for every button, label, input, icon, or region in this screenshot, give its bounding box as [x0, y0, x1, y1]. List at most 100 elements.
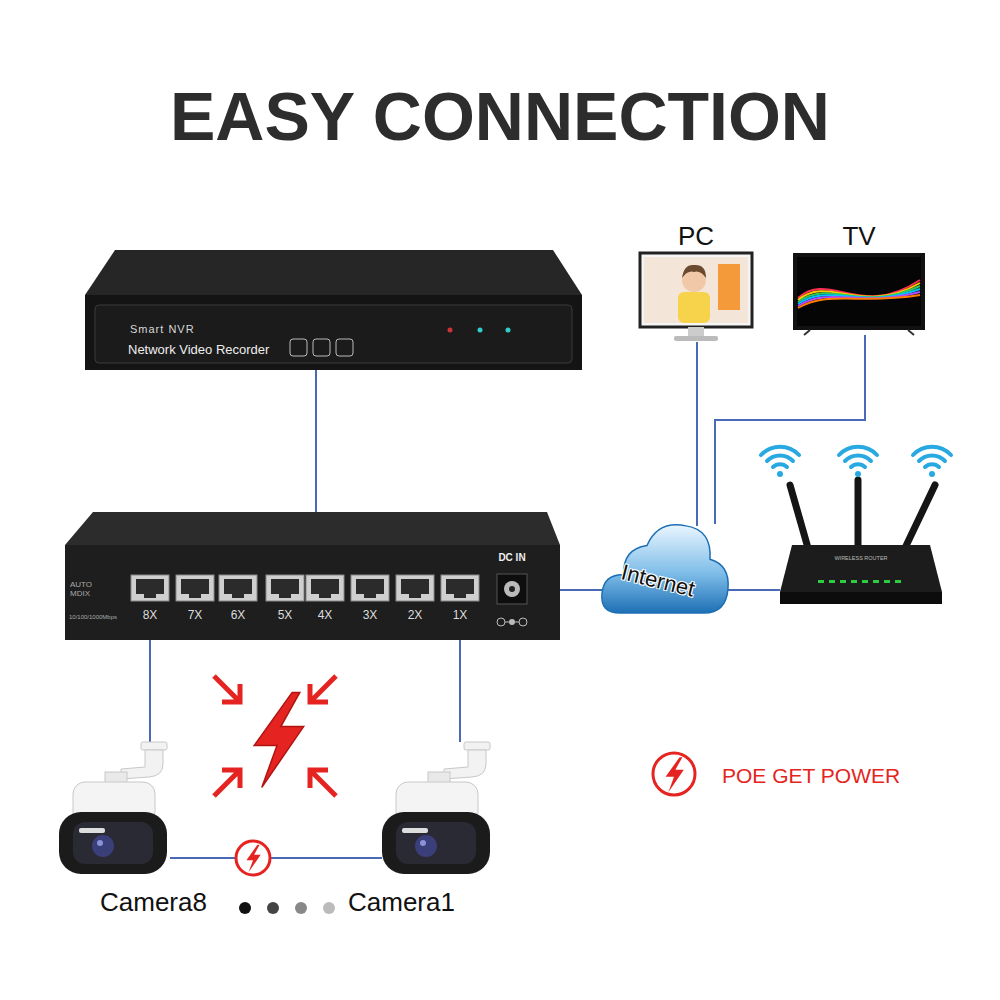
camera-dome — [59, 812, 167, 874]
ethernet-port — [131, 575, 169, 601]
screen-picture — [678, 292, 710, 323]
art-part — [777, 471, 783, 477]
ethernet-port — [441, 575, 479, 601]
tv-screen: TV — [790, 220, 928, 335]
art-part — [790, 485, 808, 548]
polarity-symbol — [505, 622, 509, 623]
router-antennas — [790, 480, 935, 548]
network-cable — [560, 589, 604, 591]
camera-name: Camera1 — [348, 888, 508, 918]
ethernet-port — [306, 575, 344, 601]
port-socket — [409, 594, 421, 598]
ptz-camera: Camera1 — [378, 742, 493, 875]
camera-ir — [402, 828, 428, 833]
status-led — [478, 328, 483, 333]
ptz-camera-art — [378, 742, 493, 875]
wifi-icon — [761, 447, 799, 477]
poe-switch-art — [65, 512, 560, 640]
art-part — [851, 464, 865, 467]
camera-window — [396, 822, 476, 864]
tv-frame — [793, 253, 925, 330]
tv-screen-area — [797, 257, 921, 326]
camera-lens — [97, 840, 103, 846]
port-socket — [136, 579, 164, 594]
router-led — [818, 580, 824, 583]
nvr-panel — [95, 305, 572, 363]
network-cable — [170, 857, 382, 859]
camera-lens — [415, 835, 437, 857]
camera-name: Camera8 — [100, 888, 260, 918]
wireless-router: WIRELESS ROUTER — [780, 540, 942, 612]
dc-jack — [497, 574, 527, 604]
art-part — [214, 770, 240, 796]
tv-foot — [804, 330, 810, 335]
port-socket — [271, 579, 299, 594]
port-socket — [446, 579, 474, 594]
dc-jack — [509, 586, 515, 592]
art-part — [905, 485, 935, 548]
port-label: 6X — [223, 609, 253, 623]
camera-lens — [92, 835, 114, 857]
internet-cloud: Internet — [600, 520, 730, 618]
art-part — [246, 845, 260, 873]
ethernet-port — [176, 575, 214, 601]
power-input-label: DC IN — [492, 552, 532, 564]
screen-picture — [682, 265, 706, 278]
art-part — [855, 471, 861, 477]
port-label: 2X — [400, 609, 430, 623]
router-led — [884, 580, 890, 583]
art-part — [845, 455, 871, 461]
polarity-symbol — [497, 618, 505, 626]
art-part — [925, 464, 939, 467]
device-brand: Smart NVR — [130, 323, 330, 336]
network-cable — [696, 342, 698, 526]
camera-mount — [464, 742, 490, 750]
ethernet-port — [219, 575, 257, 601]
switch-front-face — [65, 545, 560, 640]
monitor-screen — [644, 257, 748, 323]
monitor-stand — [688, 327, 704, 336]
router-led — [840, 580, 846, 583]
port-socket — [401, 579, 429, 594]
art-part — [767, 455, 793, 461]
port-label: 1X — [445, 609, 475, 623]
lightning-bolt — [254, 692, 303, 787]
port-label: 7X — [180, 609, 210, 623]
dc-jack — [504, 581, 520, 597]
switch-speed-label: 10/100/1000Mbps — [69, 614, 141, 621]
art-part — [761, 447, 799, 455]
power-arrows — [214, 676, 336, 796]
art-part — [929, 471, 935, 477]
port-socket — [454, 594, 466, 598]
nvr-top-face — [85, 250, 582, 295]
art-part — [310, 676, 336, 702]
port-label: 4X — [310, 609, 340, 623]
port-socket — [311, 579, 339, 594]
nvr-icon — [313, 339, 330, 356]
wifi-icon — [839, 447, 877, 477]
port-label: 8X — [135, 609, 165, 623]
ethernet-port — [396, 575, 434, 601]
device-name: Network Video Recorder — [128, 343, 368, 358]
poe-link-icon — [236, 841, 270, 875]
art-part — [267, 902, 279, 914]
ptz-camera-art — [55, 742, 170, 875]
polarity-symbol — [519, 618, 527, 626]
camera-lens — [420, 840, 426, 846]
port-socket — [279, 594, 291, 598]
port-socket — [224, 579, 252, 594]
router-body — [780, 545, 942, 592]
port-socket — [144, 594, 156, 598]
nvr-icon — [336, 339, 353, 356]
nvr-front-face — [85, 295, 582, 370]
ptz-camera: Camera8 — [55, 742, 170, 875]
ethernet-port — [266, 575, 304, 601]
art-part — [919, 455, 945, 461]
router-led — [873, 580, 879, 583]
tv-foot — [908, 330, 914, 335]
art-part — [310, 770, 336, 796]
camera-mount — [141, 742, 167, 750]
router-led — [862, 580, 868, 583]
